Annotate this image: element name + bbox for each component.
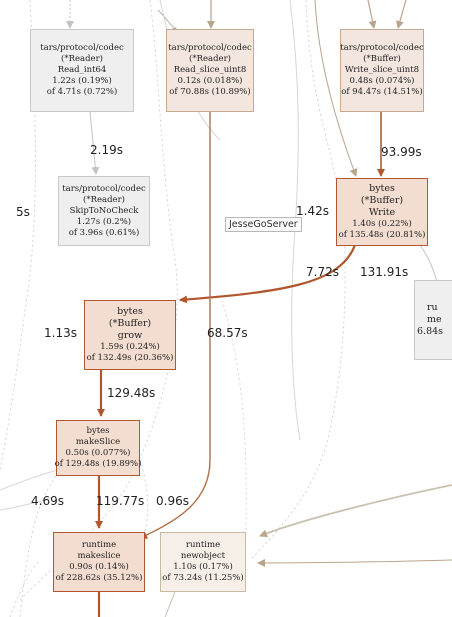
- edge-bg-8: [0, 495, 57, 511]
- node-label-flat: 6.84s: [417, 326, 444, 337]
- node-label-cum: of 4.71s (0.72%): [46, 87, 118, 97]
- node-label-pkg: bytes: [369, 183, 395, 194]
- node-label-pkg: tars/protocol/codec: [40, 43, 124, 53]
- node-label-flat: 1.22s (0.19%): [52, 76, 112, 86]
- node-label-func: makeSlice: [75, 437, 121, 447]
- node-label-func: me: [427, 314, 442, 325]
- node-label-func: SkipToNoCheck: [69, 205, 139, 216]
- node-label-flat: 1.27s (0.2%): [76, 216, 132, 227]
- node-label-flat: 0.90s (0.14%): [69, 562, 129, 572]
- node-label-cum: of 129.48s (19.89%): [54, 459, 142, 469]
- node-label-func: Write: [368, 207, 396, 218]
- node-runtime-newobject[interactable]: runtime newobject 1.10s (0.17%) of 73.24…: [160, 532, 246, 592]
- node-label-flat: 1.10s (0.17%): [173, 562, 233, 572]
- edge-in-write-slice-a: [367, 0, 377, 29]
- node-make-slice[interactable]: bytes makeSlice 0.50s (0.077%) of 129.48…: [54, 420, 142, 476]
- node-label-cum: of 73.24s (11.25%): [162, 573, 244, 583]
- node-label-func: grow: [117, 330, 143, 341]
- edge-469: [19, 475, 57, 617]
- node-label-recv: (*Buffer): [360, 195, 404, 206]
- edge-readslice-to-makeslice: [139, 112, 211, 539]
- node-label-pkg: bytes: [86, 426, 110, 436]
- node-skip-to-no-check[interactable]: tars/protocol/codec (*Reader) SkipToNoCh…: [58, 176, 150, 246]
- edge-in-write-slice-b: [396, 0, 407, 29]
- node-label-func: newobject: [180, 551, 226, 561]
- hover-tooltip: JesseGoServer: [225, 217, 302, 232]
- node-label-recv: (*Reader): [61, 54, 103, 64]
- node-label-func: Write_slice_uint8: [344, 65, 420, 75]
- edge-label-68-57s: 68.57s: [207, 326, 248, 340]
- node-label-cum: of 132.49s (20.36%): [86, 353, 174, 363]
- edge-bg-5: [221, 299, 247, 561]
- node-label-cum: of 135.48s (20.81%): [338, 230, 426, 240]
- node-write-slice-uint8[interactable]: tars/protocol/codec (*Buffer) Write_slic…: [340, 29, 424, 112]
- node-label-cum: of 94.47s (14.51%): [341, 87, 423, 97]
- node-label-cum: of 3.96s (0.61%): [68, 227, 140, 238]
- edge-label-1-13s: 1.13s: [44, 326, 77, 340]
- node-label-func: Read_int64: [57, 65, 107, 75]
- node-buffer-write[interactable]: bytes (*Buffer) Write 1.40s (0.22%) of 1…: [336, 178, 428, 246]
- node-label-pkg: runtime: [81, 540, 117, 550]
- edge-read-int64-to-skip: [89, 111, 100, 175]
- node-label-func: makeslice: [77, 551, 121, 561]
- edge-label-131-91s: 131.91s: [360, 265, 409, 279]
- node-label-func: Read_slice_uint8: [173, 65, 247, 75]
- node-label-recv: (*Reader): [83, 194, 125, 205]
- node-label-flat: 0.50s (0.077%): [65, 448, 131, 458]
- edge-label-7-72s: 7.72s: [306, 265, 339, 279]
- edge-label-2-19s: 2.19s: [90, 143, 123, 157]
- node-label-flat: 0.12s (0.018%): [177, 76, 243, 86]
- node-label-recv: (*Buffer): [108, 318, 152, 329]
- node-label-pkg: tars/protocol/codec: [340, 43, 424, 53]
- node-label-pkg: tars/protocol/codec: [168, 43, 252, 53]
- node-read-int64[interactable]: tars/protocol/codec (*Reader) Read_int64…: [30, 29, 134, 112]
- node-read-slice-uint8[interactable]: tars/protocol/codec (*Reader) Read_slice…: [166, 29, 254, 112]
- edge-newobject-out: [164, 591, 176, 617]
- node-label-flat: 1.59s (0.24%): [100, 342, 160, 352]
- edge-label-129-48s: 129.48s: [107, 386, 156, 400]
- node-buffer-grow[interactable]: bytes (*Buffer) grow 1.59s (0.24%) of 13…: [84, 300, 176, 370]
- node-label-cum: of 70.88s (10.89%): [169, 87, 251, 97]
- edge-right-to-newobject: [259, 484, 452, 538]
- edge-label-1-42s: 1.42s: [296, 204, 329, 218]
- node-label-recv: (*Buffer): [363, 54, 401, 64]
- edge-label-5s: 5s: [16, 205, 30, 219]
- edge-write-to-grow: [179, 244, 357, 304]
- node-label-recv: (*Reader): [189, 54, 231, 64]
- edge-label-93-99s: 93.99s: [381, 145, 422, 159]
- edge-label-0-96s: 0.96s: [156, 494, 189, 508]
- edge-label-119-77s: 119.77s: [96, 494, 145, 508]
- node-label-cum: of 228.62s (35.12%): [55, 573, 143, 583]
- edge-bg-9: [9, 559, 41, 617]
- edge-bg-3: [0, 0, 36, 471]
- node-label-flat: 0.48s (0.074%): [349, 76, 415, 86]
- node-runtime-partial[interactable]: ru me 6.84s: [414, 280, 452, 360]
- node-label-pkg: bytes: [117, 306, 143, 317]
- node-label-pkg: tars/protocol/codec: [62, 183, 146, 194]
- node-label-pkg: runtime: [185, 540, 221, 550]
- node-runtime-makeslice[interactable]: runtime makeslice 0.90s (0.14%) of 228.6…: [53, 532, 145, 592]
- edge-right-to-newobject-2: [257, 558, 452, 567]
- node-label-flat: 1.40s (0.22%): [352, 219, 412, 229]
- edge-in-read-slice-a: [157, 9, 177, 36]
- edge-to-write-142: [314, 0, 358, 177]
- node-label-pkg: ru: [427, 302, 438, 313]
- edge-label-4-69s: 4.69s: [31, 494, 64, 508]
